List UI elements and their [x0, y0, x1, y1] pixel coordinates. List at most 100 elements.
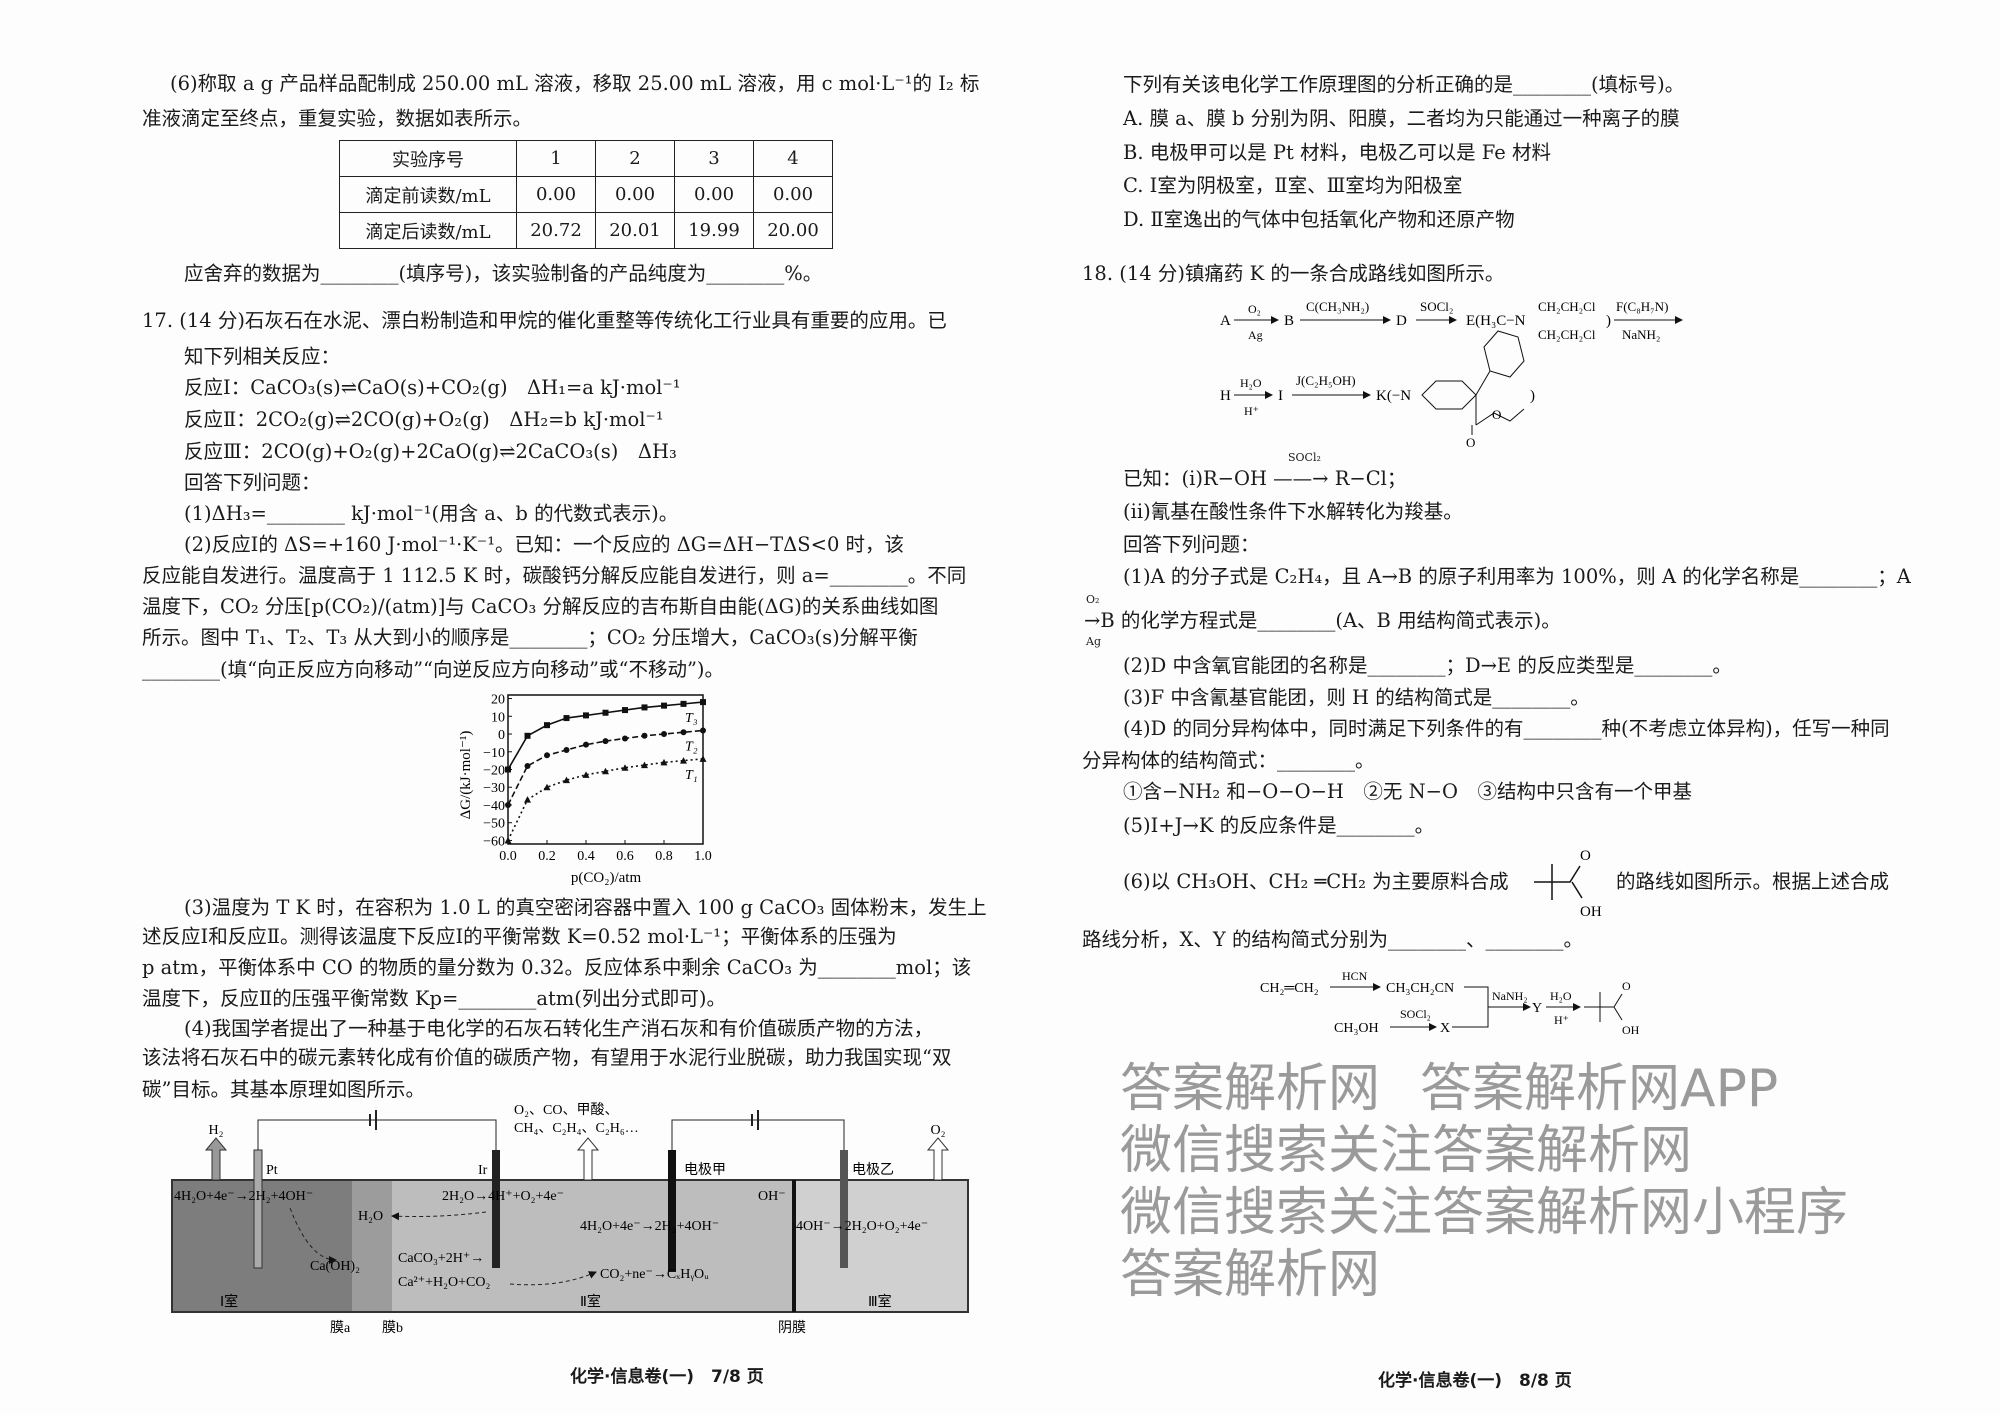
table-cell: 2 — [595, 140, 675, 177]
electrode-jia — [668, 1150, 676, 1272]
pethidine-structure — [1421, 330, 1525, 435]
electrode-yi — [840, 1150, 848, 1268]
reagent: H₂O — [1240, 376, 1262, 390]
reaction-1: 反应Ⅰ：CaCO₃(s)⇌CaO(s)+CO₂(g) ΔH₁=a kJ·mol⁻… — [184, 376, 681, 399]
reagent: F(C₈H₇N) — [1616, 299, 1668, 314]
reaction-3: 反应Ⅲ：2CO(g)+O₂(g)+2CaO(g)⇌2CaCO₃(s) ΔH₃ — [184, 440, 677, 463]
reaction-label: 2H₂O→4H⁺+O₂+4e⁻ — [442, 1189, 564, 1204]
membrane-b-label: 膜b — [382, 1320, 403, 1336]
watermark: 答案解析网APP — [1420, 1059, 1779, 1119]
x-tick-label: 1.0 — [694, 849, 712, 864]
q18-3: (3)F 中含氰基官能团，则 H 的结构简式是________。 — [1123, 686, 1590, 709]
page-footer: 化学·信息卷(一) 8/8 页 — [1378, 1371, 1572, 1391]
data-point — [583, 712, 589, 719]
q18-6: 的路线如图所示。根据上述合成 — [1616, 870, 1890, 893]
q17-1: (1)ΔH₃=________ kJ·mol⁻¹(用含 a、b 的代数式表示)。 — [184, 502, 679, 525]
q17-3: 温度下，反应Ⅱ的压强平衡常数 Kp=________atm(列出分式即可)。 — [142, 987, 727, 1010]
data-point — [524, 762, 531, 769]
reagent: H₂O — [1550, 989, 1572, 1003]
q18-6: 路线分析，X、Y 的结构简式分别为________、________。 — [1082, 928, 1583, 951]
y-tick-label: 20 — [491, 693, 505, 708]
data-point — [660, 758, 668, 766]
known-1: 已知：(ⅰ)R−OH ——→ R−Cl； — [1123, 467, 1407, 490]
table-cell: 滴定后读数/mL — [339, 212, 517, 249]
reaction-label: 4H₂O+4e⁻→2H₂+4OH⁻ — [174, 1189, 313, 1204]
table-cell: 0.00 — [753, 176, 833, 213]
table-cell: 滴定前读数/mL — [339, 176, 517, 213]
compound: CH₃OH — [1334, 1021, 1379, 1036]
q17-2: 温度下，CO₂ 分压[p(CO₂)/(atm)]与 CaCO₃ 分解反应的吉布斯… — [142, 595, 939, 618]
q18-6: (6)以 CH₃OH、CH₂ ═CH₂ 为主要原料合成 — [1123, 870, 1509, 893]
series-line-T₁ — [507, 758, 704, 841]
compound-h: H — [1220, 388, 1231, 404]
data-point — [524, 796, 531, 803]
y-tick-label: 10 — [491, 710, 505, 725]
compound-e: E(H₃C−N — [1466, 313, 1526, 329]
page-footer: 化学·信息卷(一) 7/8 页 — [570, 1367, 764, 1387]
reaction-label: CaCO₃+2H⁺→ — [398, 1251, 484, 1266]
table-cell: 20.72 — [516, 212, 596, 249]
data-point — [641, 704, 648, 711]
compound-x: X — [1440, 1021, 1450, 1036]
o2-label: O₂ — [931, 1123, 946, 1138]
x-tick-label: 0.2 — [538, 849, 556, 864]
data-point — [583, 741, 589, 748]
series-label: T₂ — [685, 739, 698, 754]
y-axis-label: ΔG/(kJ·mol⁻¹) — [458, 731, 474, 820]
oxygen-label: O — [1466, 435, 1475, 450]
data-point — [621, 764, 629, 771]
data-point — [524, 732, 531, 739]
q18-4-conditions: ①含−NH₂ 和−O−O−H ②无 N−O ③结构中只含有一个甲基 — [1123, 780, 1693, 803]
reagent: J(C₂H₅OH) — [1296, 373, 1356, 388]
q16-6-question: 应舍弃的数据为________(填序号)，该实验制备的产品纯度为________… — [184, 262, 823, 285]
reagent: C(CH₃NH₂) — [1306, 299, 1369, 314]
reaction-label: Ca(OH)₂ — [310, 1259, 360, 1274]
data-point — [641, 761, 648, 769]
data-point — [504, 836, 512, 844]
q17-4: (4)我国学者提出了一种基于电化学的石灰石转化生产消石灰和有价值碳质产物的方法， — [184, 1017, 934, 1040]
compound-y: Y — [1532, 1001, 1542, 1016]
substituent: CH₂CH₂Cl — [1538, 299, 1596, 314]
synthesis-route-scheme: A O₂ Ag B C(CH₃NH₂) D SOCl₂ E(H₃C−N CH₂C… — [1220, 299, 1683, 450]
gases-label: O₂、CO、甲酸、 — [514, 1102, 618, 1118]
watermark: 微信搜索关注答案解析网 — [1120, 1121, 1693, 1181]
watermark: 答案解析网 — [1120, 1059, 1381, 1119]
x-tick-label: 0.8 — [655, 849, 673, 864]
reaction-label: H₂O — [358, 1209, 383, 1224]
answer-prompt: 回答下列问题： — [184, 471, 321, 494]
q17-text: 知下列相关反应： — [184, 345, 341, 368]
q17-3: 述反应Ⅰ和反应Ⅱ。测得该温度下反应Ⅰ的平衡常数 K=0.52 mol·L⁻¹；平… — [142, 925, 897, 948]
reagent: SOCl₂ — [1400, 1007, 1431, 1021]
reagent: Ag — [1086, 635, 1101, 648]
reaction-label: CO₂+ne⁻→CₓHᵧOᵤ — [600, 1267, 709, 1282]
q17-4-question: 下列有关该电化学工作原理图的分析正确的是________(填标号)。 — [1123, 73, 1685, 96]
gas-out-arrow-icon — [576, 1137, 600, 1181]
reaction-2: 反应Ⅱ：2CO₂(g)⇌2CO(g)+O₂(g) ΔH₂=b kJ·mol⁻¹ — [184, 408, 664, 431]
data-point — [700, 699, 706, 706]
x-axis-label: p(CO₂)/atm — [571, 870, 642, 886]
data-point — [544, 752, 550, 759]
q18-2: (2)D 中含氧官能团的名称是________；D→E 的反应类型是______… — [1123, 654, 1732, 677]
option-c: C. Ⅰ室为阴极室，Ⅱ室、Ⅲ室均为阳极室 — [1123, 174, 1463, 197]
table-cell: 0.00 — [674, 176, 754, 213]
reagent: NaNH₂ — [1622, 327, 1660, 342]
data-point — [582, 771, 590, 778]
q17-2: ________(填“向正反应方向移动”“向逆反应方向移动”或“不移动”)。 — [142, 658, 725, 681]
data-point — [543, 783, 551, 791]
substituent: CH₂CH₂Cl — [1538, 327, 1596, 342]
electrode-jia-label: 电极甲 — [684, 1162, 726, 1178]
compound-i: I — [1278, 388, 1283, 404]
data-point — [602, 738, 609, 745]
option-d: D. Ⅱ室逸出的气体中包括氧化产物和还原产物 — [1123, 208, 1515, 231]
table-cell: 3 — [674, 140, 754, 177]
table-header-row: 实验序号 1 2 3 4 — [339, 140, 833, 177]
table-row: 滴定后读数/mL 20.72 20.01 19.99 20.00 — [339, 212, 833, 249]
pivalic-acid-structure: O OH — [1534, 848, 1602, 920]
table-cell: 4 — [753, 140, 833, 177]
reaction-label: 4OH⁻→2H₂O+O₂+4e⁻ — [796, 1219, 928, 1234]
data-point — [680, 757, 687, 764]
data-point — [602, 709, 609, 716]
option-a: A. 膜 a、膜 b 分别为阴、阳膜，二者均为只能通过一种离子的膜 — [1123, 107, 1680, 130]
y-tick-label: 0 — [498, 728, 505, 743]
